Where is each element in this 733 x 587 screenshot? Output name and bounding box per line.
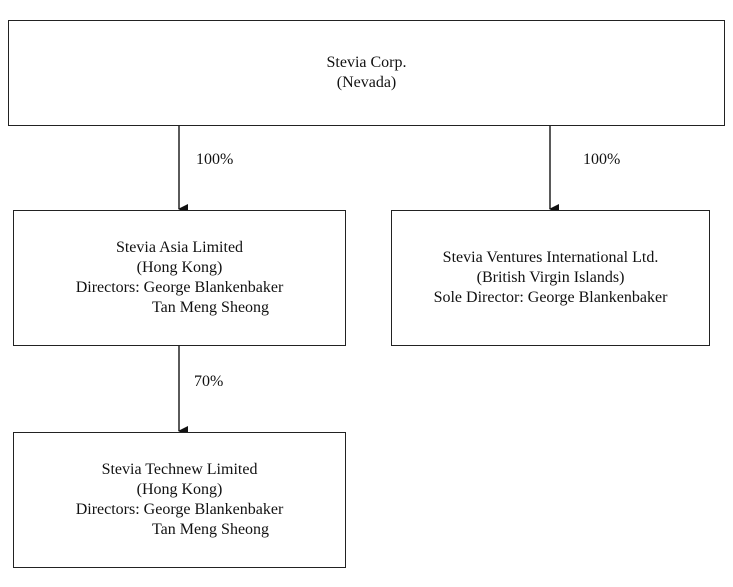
entity-directors: Directors: George Blankenbaker	[75, 501, 284, 518]
entity-jurisdiction: (Nevada)	[336, 74, 397, 91]
entity-jurisdiction: (Hong Kong)	[136, 481, 223, 498]
entity-directors-continued: Tan Meng Sheong	[151, 521, 270, 538]
entity-name: Stevia Technew Limited	[101, 461, 258, 478]
ownership-label-technew: 70%	[194, 373, 224, 390]
entity-name: Stevia Asia Limited	[115, 239, 244, 256]
entity-box-stevia-corp: Stevia Corp. (Nevada)	[8, 20, 725, 126]
entity-box-stevia-technew: Stevia Technew Limited (Hong Kong) Direc…	[13, 432, 346, 568]
entity-directors: Sole Director: George Blankenbaker	[433, 289, 668, 306]
entity-jurisdiction: (British Virgin Islands)	[476, 269, 625, 286]
entity-box-stevia-asia: Stevia Asia Limited (Hong Kong) Director…	[13, 210, 346, 346]
entity-jurisdiction: (Hong Kong)	[136, 259, 223, 276]
entity-directors-continued: Tan Meng Sheong	[151, 299, 270, 316]
entity-directors: Directors: George Blankenbaker	[75, 279, 284, 296]
entity-box-stevia-ventures: Stevia Ventures International Ltd. (Brit…	[391, 210, 710, 346]
entity-name: Stevia Ventures International Ltd.	[442, 249, 659, 266]
entity-name: Stevia Corp.	[326, 54, 407, 71]
ownership-label-asia: 100%	[196, 151, 234, 168]
ownership-label-ventures: 100%	[583, 151, 621, 168]
